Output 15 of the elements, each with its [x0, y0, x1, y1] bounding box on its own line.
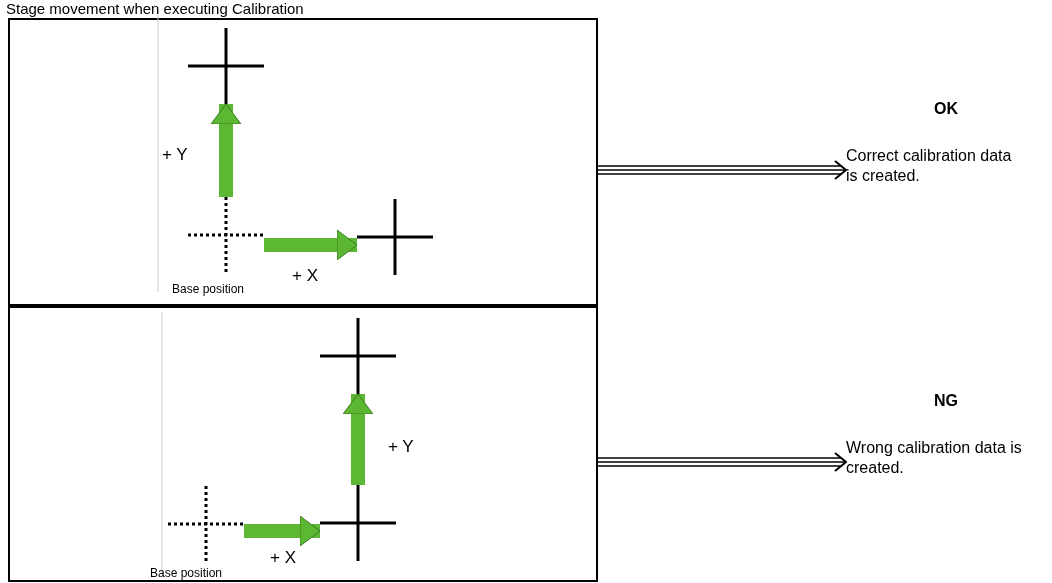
result-heading: OK [933, 100, 958, 118]
node-label: Base position [150, 566, 223, 580]
block-arrow [210, 103, 242, 197]
panel [8, 306, 598, 582]
block-arrow [342, 393, 374, 485]
panel [8, 18, 598, 306]
double-arrow [597, 452, 847, 472]
result-text: Wrong calibration data is created. [846, 438, 1023, 478]
result-heading: NG [933, 392, 958, 410]
block-arrow [244, 515, 321, 547]
node-label: Base position [172, 282, 245, 296]
block-arrow [264, 229, 358, 261]
title: Stage movement when executing Calibration [6, 0, 304, 17]
double-arrow [597, 160, 847, 180]
result-text: Correct calibration data is created. [846, 146, 1013, 186]
